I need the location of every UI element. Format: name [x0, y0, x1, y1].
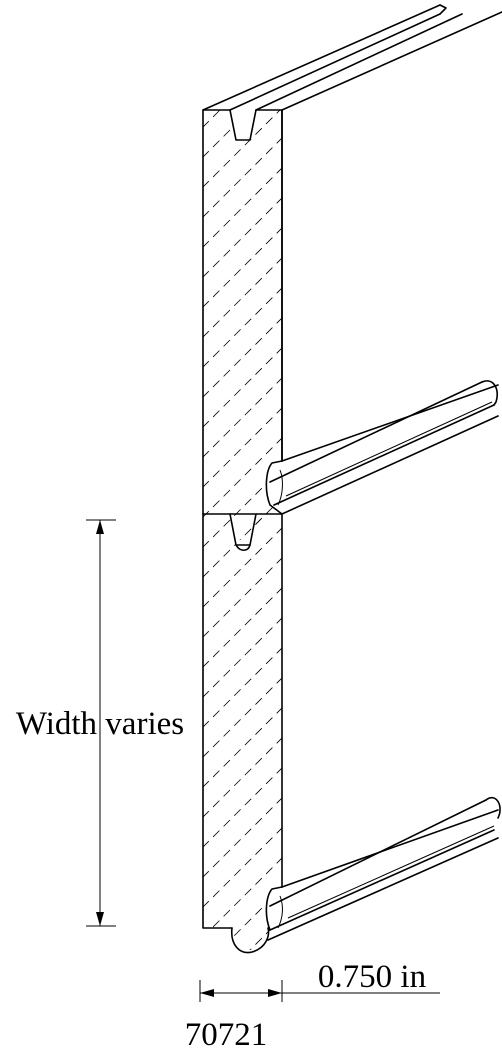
thickness-dimension	[199, 980, 440, 1002]
width-varies-label: Width varies	[16, 706, 184, 742]
profile-number-label: 70721	[185, 1017, 268, 1053]
section-hatch-upper	[203, 110, 282, 540]
lower-board	[202, 513, 501, 954]
thickness-label: 0.750 in	[318, 959, 426, 995]
width-dimension	[86, 519, 116, 927]
upper-board	[202, 4, 502, 515]
